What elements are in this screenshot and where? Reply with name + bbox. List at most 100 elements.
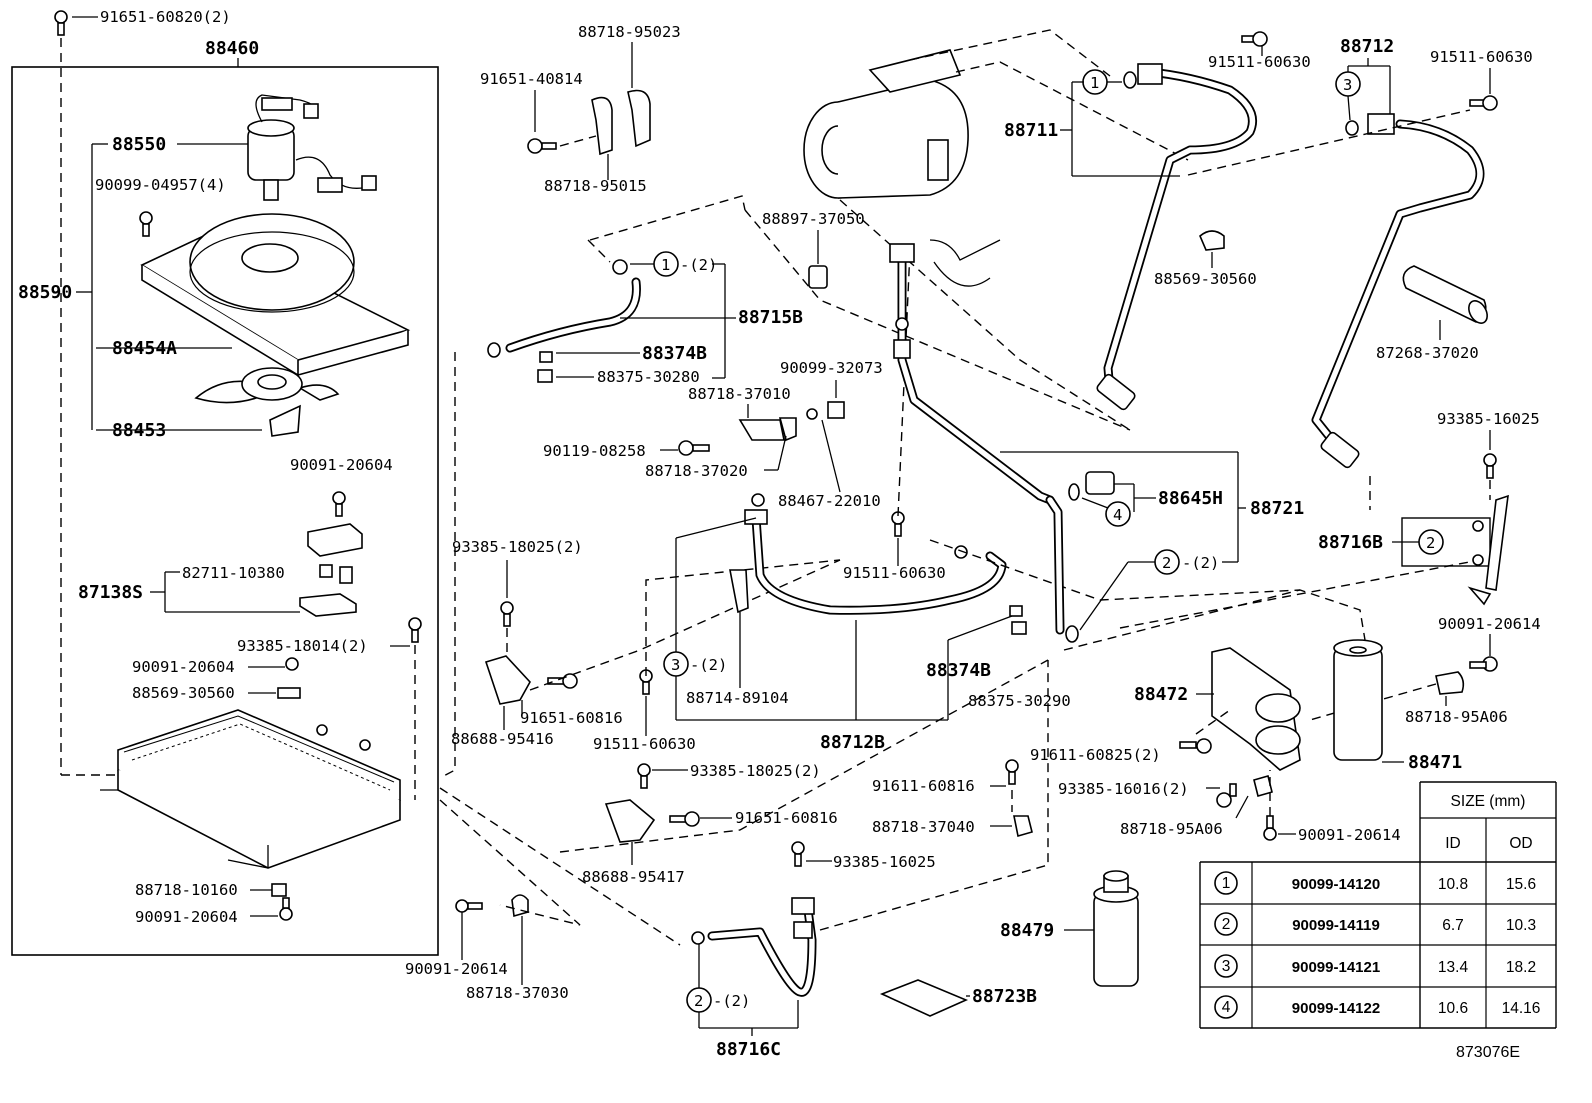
callout-1: 1 <box>1090 74 1099 92</box>
o-ring-icon <box>612 259 628 275</box>
label-88453: 88453 <box>112 420 166 441</box>
service-valve-icon <box>1085 471 1115 495</box>
bolt-icon <box>1241 31 1268 47</box>
nut-icon <box>827 401 845 419</box>
label-82711-10380: 82711-10380 <box>182 564 285 582</box>
table-row: 1 90099-14120 10.8 15.6 <box>1214 871 1536 895</box>
table-row-id: 6.7 <box>1442 917 1464 934</box>
o-ring-icon <box>691 931 705 945</box>
o-ring-icon <box>1068 483 1080 501</box>
cap-icon <box>808 265 828 289</box>
label-90091-20614-center: 90091-20614 <box>1298 826 1401 844</box>
condenser-fan-group: 91651-60820(2) 88460 88550 88590 90099-0… <box>11 8 439 956</box>
label-88714-89104: 88714-89104 <box>686 689 789 707</box>
label-88718-95A06-center: 88718-95A06 <box>1120 820 1223 838</box>
label-91651-60816-lower: 91651-60816 <box>735 809 838 827</box>
label-88479: 88479 <box>1000 920 1054 941</box>
bolt-icon <box>455 899 483 913</box>
table-row-no: 2 <box>1222 916 1231 933</box>
bracket-88688-95417: 93385-18025(2) 91651-60816 88688-95417 <box>559 659 1049 886</box>
callout-3: 3 <box>1343 76 1352 94</box>
label-88718-95015: 88718-95015 <box>544 177 647 195</box>
clamp-icon <box>511 894 529 918</box>
label-88718-37040: 88718-37040 <box>872 818 975 836</box>
fittings-center: 88897-37050 90099-32073 88718-37010 9011… <box>543 209 1131 510</box>
table-row-part: 90099-14120 <box>1292 876 1380 893</box>
table-row-id: 10.6 <box>1438 1000 1468 1017</box>
o-ring-icon <box>751 493 765 507</box>
callout-3: 3 <box>671 656 680 674</box>
label-91511-60630-c: 91511-60630 <box>1208 53 1311 71</box>
label-88471: 88471 <box>1408 752 1462 773</box>
label-88712B: 88712B <box>820 732 885 753</box>
label-91511-60630-d: 91511-60630 <box>1430 48 1533 66</box>
label-88590: 88590 <box>18 282 72 303</box>
label-88467-22010: 88467-22010 <box>778 492 881 510</box>
bolt-icon <box>500 601 514 627</box>
bracket-icon <box>738 408 818 442</box>
table-header-size: SIZE (mm) <box>1451 793 1526 810</box>
label-91651-40814: 91651-40814 <box>480 70 583 88</box>
label-plate-icon <box>879 979 969 1017</box>
clip-icon <box>271 883 287 897</box>
label-87268-37020: 87268-37020 <box>1376 344 1479 362</box>
cap-icon <box>539 351 553 363</box>
tube-88715B: 1 -(2) 88715B 88374B 88375-30280 <box>439 195 803 779</box>
label-91651-60820: 91651-60820(2) <box>100 8 231 26</box>
table-row: 3 90099-14121 13.4 18.2 <box>1214 954 1536 978</box>
bolt-91511-60630-a: 91511-60630 <box>593 559 841 753</box>
label-88711: 88711 <box>1004 120 1058 141</box>
bracket-group-top: 88718-95023 91651-40814 88718-95015 <box>480 23 681 195</box>
callout-circle <box>663 651 689 677</box>
can-icon <box>1093 870 1139 987</box>
label-88715B: 88715B <box>738 307 803 328</box>
table-header-od: OD <box>1509 835 1532 852</box>
table-row-no: 4 <box>1222 999 1231 1016</box>
label-88460: 88460 <box>205 38 259 59</box>
label-90091-20614-right: 90091-20614 <box>1438 615 1541 633</box>
connector-icon <box>299 564 357 617</box>
misc-parts: 88723B 88479 <box>879 870 1139 1017</box>
receiver-dryer-icon <box>1333 639 1383 761</box>
label-90091-20604-top: 90091-20604 <box>290 456 393 474</box>
callout-4: 4 <box>1113 506 1122 524</box>
callout-qty: -(2) <box>690 656 727 674</box>
bolt-icon <box>332 491 346 517</box>
hardware-lower-left: 90091-20614 88718-37030 <box>405 799 581 1002</box>
callout-qty: -(2) <box>1182 554 1219 572</box>
bolt-icon <box>139 211 153 237</box>
compressor-group: 1 88711 91511-60630 88569-30560 <box>803 29 1311 431</box>
label-91511-60630-a: 91511-60630 <box>593 735 696 753</box>
bolt-icon <box>1005 759 1019 785</box>
callout-1: 1 <box>661 256 670 274</box>
table-row-od: 18.2 <box>1506 959 1536 976</box>
label-93385-16025-upper: 93385-16025 <box>1437 410 1540 428</box>
table-row: 4 90099-14122 10.6 14.16 <box>1214 995 1540 1019</box>
label-90091-20614-left: 90091-20614 <box>405 960 508 978</box>
callout-qty: -(2) <box>680 256 717 274</box>
bolt-icon <box>678 440 710 456</box>
cap-icon <box>1011 621 1027 635</box>
cap-icon <box>537 369 553 383</box>
bolt-icon <box>1469 95 1498 111</box>
receiver-bracket-icon <box>1211 647 1301 771</box>
label-88454A: 88454A <box>112 338 177 359</box>
label-91651-60816-upper: 91651-60816 <box>520 709 623 727</box>
label-88723B: 88723B <box>972 986 1037 1007</box>
label-91611-60816: 91611-60816 <box>872 777 975 795</box>
label-90091-20604-mid: 90091-20604 <box>132 658 235 676</box>
clip-icon <box>277 687 301 699</box>
label-88718-10160: 88718-10160 <box>135 881 238 899</box>
bolt-icon <box>1216 783 1237 808</box>
callout-circle <box>1105 501 1131 527</box>
group-frame-88460 <box>11 66 439 956</box>
table-row-id: 10.8 <box>1438 876 1468 893</box>
callout-2: 2 <box>694 992 703 1010</box>
table-header-id: ID <box>1445 835 1461 852</box>
bolt-icon <box>669 811 700 827</box>
label-88718-37010: 88718-37010 <box>688 385 791 403</box>
table-row-part: 90099-14122 <box>1292 1000 1380 1017</box>
label-93385-18025-upper: 93385-18025(2) <box>452 538 583 556</box>
